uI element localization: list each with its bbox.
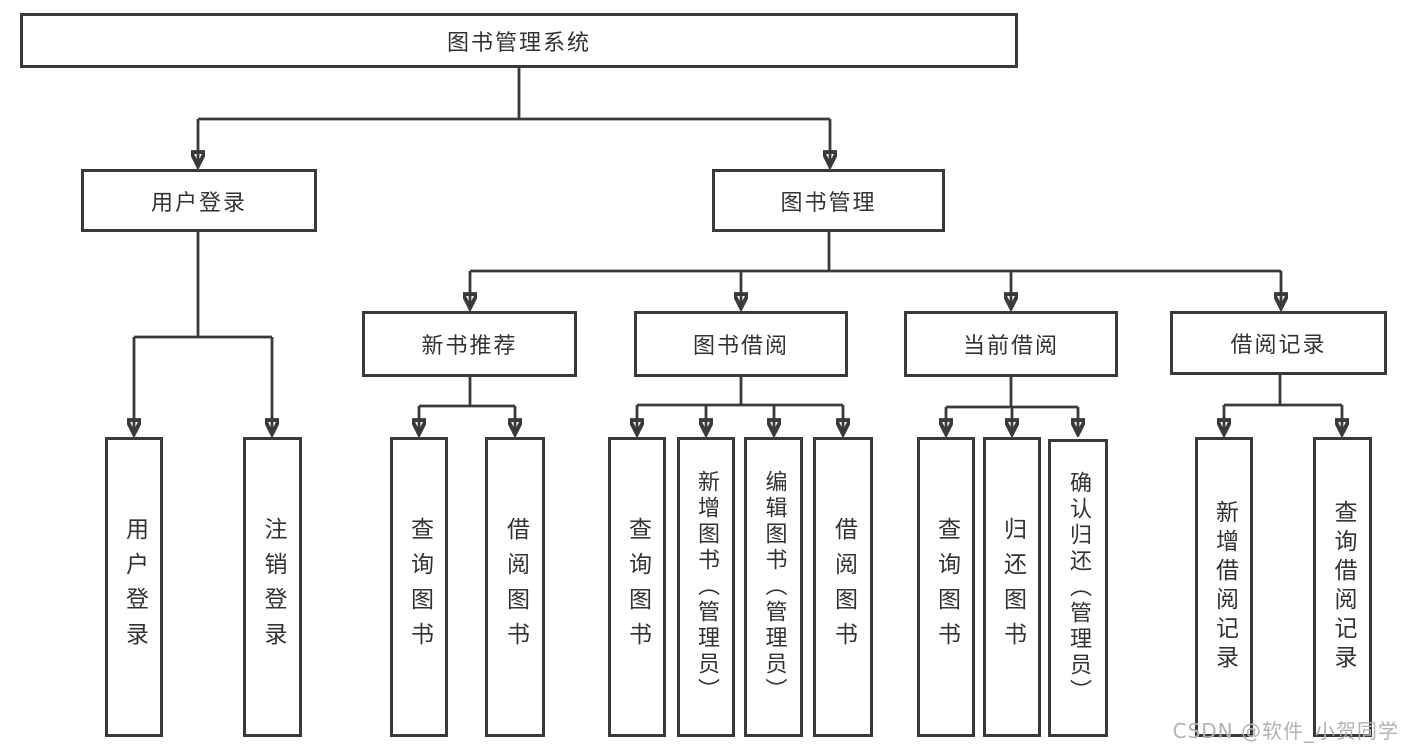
node-library-management-system: 图书管理系统 xyxy=(20,13,1018,68)
leaf-nbr-query-book: 查询图书 xyxy=(390,437,448,737)
node-label: 查询图书 xyxy=(624,517,651,657)
leaf-cb-query-book: 查询图书 xyxy=(917,437,975,737)
node-borrowing-records: 借阅记录 xyxy=(1170,311,1387,375)
node-label: 图书借阅 xyxy=(692,334,789,359)
leaf-nbr-borrow-book: 借阅图书 xyxy=(485,437,545,737)
edge-book-borrow-children xyxy=(637,377,843,432)
node-label: 查询借阅记录 xyxy=(1330,500,1356,674)
node-label: 查询图书 xyxy=(933,517,960,657)
node-new-book-recommend: 新书推荐 xyxy=(362,311,577,377)
leaf-cb-return-book: 归还图书 xyxy=(983,437,1041,737)
node-label: 编辑图书（管理员） xyxy=(761,470,787,704)
node-label: 借阅记录 xyxy=(1230,333,1327,358)
node-label: 用户登录 xyxy=(150,190,247,216)
node-label: 新增图书（管理员） xyxy=(694,470,719,704)
leaf-bb-edit-book-admin: 编辑图书（管理员） xyxy=(744,437,803,737)
node-label: 借阅图书 xyxy=(502,517,529,657)
node-label: 归还图书 xyxy=(999,517,1026,657)
node-label: 新增借阅记录 xyxy=(1211,500,1238,674)
leaf-cb-confirm-return-admin: 确认归还（管理员） xyxy=(1048,439,1108,737)
leaf-bb-borrow-book: 借阅图书 xyxy=(813,437,873,737)
leaf-br-add-record: 新增借阅记录 xyxy=(1195,437,1253,737)
edge-borrow-record-children xyxy=(1224,375,1342,432)
edge-current-borrow-children xyxy=(946,377,1078,432)
node-label: 新书推荐 xyxy=(421,334,518,359)
node-current-borrowing: 当前借阅 xyxy=(904,311,1118,377)
node-label: 当前借阅 xyxy=(962,334,1059,359)
node-book-borrowing: 图书借阅 xyxy=(634,311,848,377)
node-label: 用户登录 xyxy=(121,517,148,657)
node-user-login: 用户登录 xyxy=(81,169,317,232)
node-label: 注销登录 xyxy=(260,517,286,657)
edge-root-to-level2 xyxy=(198,68,830,164)
node-label: 确认归还（管理员） xyxy=(1066,471,1091,705)
leaf-br-query-record: 查询借阅记录 xyxy=(1313,437,1372,737)
csdn-watermark: CSDN @软件_小贺同学 xyxy=(1172,719,1399,743)
edge-book-mgmt-children xyxy=(470,232,1281,306)
edge-new-book-rec-children xyxy=(419,377,515,432)
node-label: 借阅图书 xyxy=(830,517,857,657)
node-label: 查询图书 xyxy=(406,517,433,657)
node-label: 图书管理 xyxy=(780,190,877,216)
node-label: 图书管理系统 xyxy=(446,30,591,56)
edge-user-login-children xyxy=(134,232,272,432)
leaf-bb-add-book-admin: 新增图书（管理员） xyxy=(677,437,735,737)
leaf-logout-login: 注销登录 xyxy=(243,437,302,737)
leaf-bb-query-book: 查询图书 xyxy=(608,437,666,737)
leaf-user-login: 用户登录 xyxy=(105,437,163,737)
node-book-management: 图书管理 xyxy=(712,169,945,232)
